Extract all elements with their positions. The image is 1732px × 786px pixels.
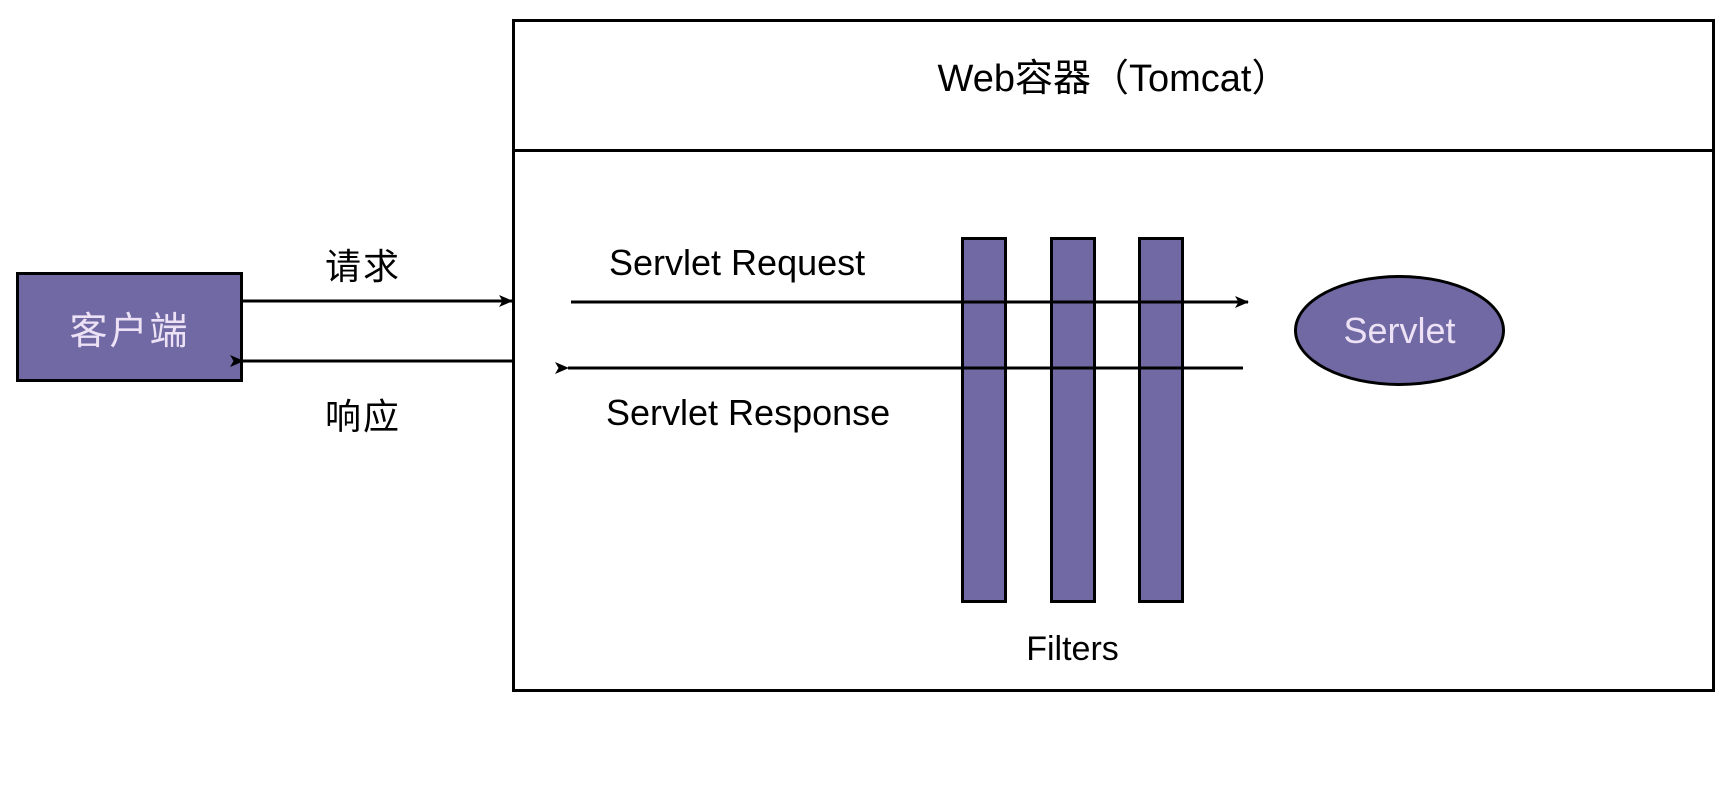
filter-bar-3 [1138,237,1184,603]
web-container-header-divider [512,149,1715,152]
web-container-title: Web容器（Tomcat） [937,58,1290,100]
client-node-label: 客户端 [69,310,190,353]
servlet-node-label: Servlet [1343,309,1456,351]
filters-caption: Filters [1026,630,1119,668]
label-servlet-request: Servlet Request [609,242,866,283]
filter-bar-2 [1050,237,1096,603]
client-node: 客户端 [16,272,243,382]
label-client-request: 请求 [325,246,402,287]
label-servlet-response: Servlet Response [606,392,891,433]
label-client-response: 响应 [325,396,402,437]
filter-bar-1 [961,237,1007,603]
web-container-box [512,19,1715,692]
servlet-node: Servlet [1294,275,1505,386]
